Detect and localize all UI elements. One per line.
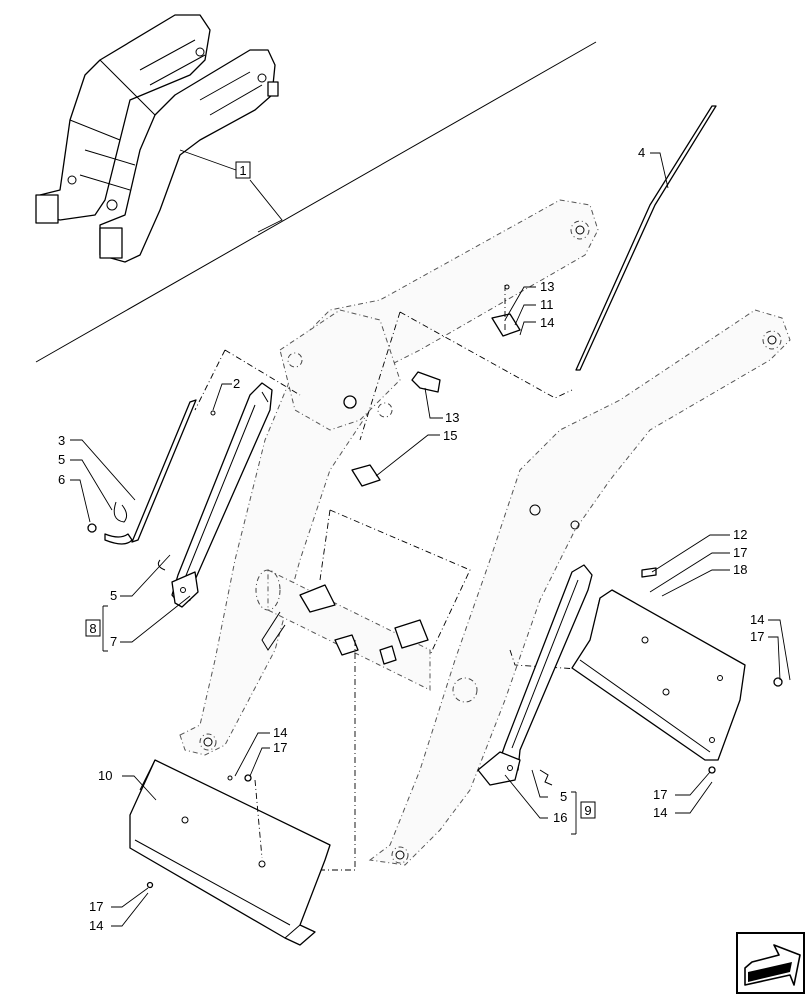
callout-7: 7	[110, 634, 117, 649]
callout-18: 18	[733, 562, 747, 577]
mast-plate	[279, 309, 401, 431]
loader-thumbnail	[35, 14, 279, 263]
part-cylinder-left	[157, 382, 273, 608]
callout-1: 1	[179, 149, 283, 233]
callout-17a: 17	[733, 545, 747, 560]
callout-3: 3	[58, 433, 65, 448]
part-cover-right	[571, 567, 783, 774]
callout-16: 16	[553, 810, 567, 825]
callout-5a: 5	[58, 452, 65, 467]
callout-box-8	[85, 619, 101, 637]
callout-5c: 5	[560, 789, 567, 804]
callout-17d: 17	[89, 899, 103, 914]
callout-15: 15	[443, 428, 457, 443]
part-cover-left	[129, 759, 331, 946]
part-hose	[575, 105, 717, 371]
part-brackets	[351, 284, 521, 487]
callout-13a: 13	[540, 279, 554, 294]
callout-11: 11	[540, 297, 554, 312]
callout-17b: 17	[750, 629, 764, 644]
loader-arm-right	[368, 309, 791, 866]
callout-12: 12	[733, 527, 747, 542]
assembly-lines-upper	[194, 285, 573, 441]
callout-box-9	[580, 801, 596, 819]
leader-lines	[70, 152, 791, 927]
callout-14d: 14	[89, 918, 103, 933]
svg-text:1: 1	[239, 163, 246, 178]
callout-4: 4	[638, 145, 645, 160]
callout-5b: 5	[110, 588, 117, 603]
callout-14b: 14	[750, 612, 764, 627]
callout-13b: 13	[445, 410, 459, 425]
callout-8: 8	[89, 621, 96, 636]
separator-line	[35, 41, 597, 363]
callout-17e: 17	[653, 787, 667, 802]
part-cylinder-right	[477, 564, 593, 786]
callout-17c: 17	[273, 740, 287, 755]
callout-14a: 14	[540, 315, 554, 330]
part-tube-brackets	[261, 509, 721, 871]
callout-14c: 14	[273, 725, 287, 740]
callout-9: 9	[584, 803, 591, 818]
callout-6: 6	[58, 472, 65, 487]
callout-10: 10	[98, 768, 112, 783]
next-page-arrow-icon[interactable]	[736, 932, 805, 994]
callout-2: 2	[233, 376, 240, 391]
part-rod	[87, 399, 216, 545]
callout-14e: 14	[653, 805, 667, 820]
